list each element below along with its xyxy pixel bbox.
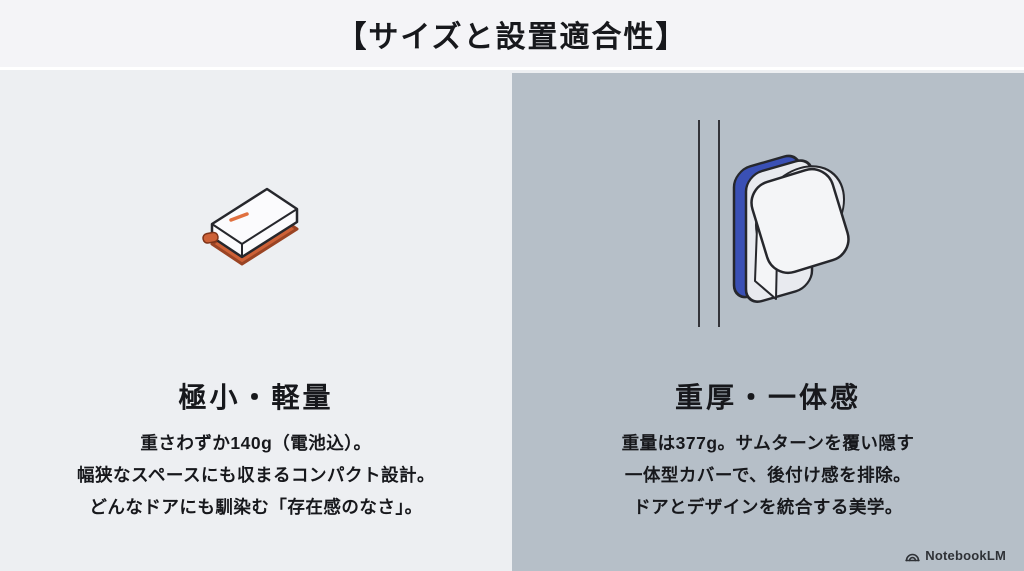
lock-knob-cover	[750, 167, 850, 275]
slide-title: 【サイズと設置適合性】	[336, 20, 688, 54]
door-edge-lines	[698, 120, 720, 327]
device-body	[210, 187, 299, 259]
door-lock-line-1: 重量は377g。サムターンを覆い隠す	[621, 433, 915, 453]
notebooklm-logo-icon	[905, 553, 920, 562]
device-port	[202, 231, 219, 244]
door-lock-line-3: ドアとデザインを統合する美学。	[633, 497, 903, 517]
device-indicator-dash	[229, 212, 249, 222]
panel-compact-device: 極小・軽量 重さわずか140g（電池込）。 幅狭なスペースにも収まるコンパクト設…	[0, 73, 512, 571]
door-lock-caption: 重厚・一体感 重量は377g。サムターンを覆い隠す 一体型カバーで、後付け感を排…	[512, 381, 1024, 523]
notebooklm-watermark: NotebookLM	[905, 548, 1006, 563]
door-lock-illustration	[698, 120, 850, 327]
comparison-panels: 極小・軽量 重さわずか140g（電池込）。 幅狭なスペースにも収まるコンパクト設…	[0, 73, 1024, 571]
compact-line-1: 重さわずか140g（電池込）。	[140, 433, 372, 453]
compact-line-2: 幅狭なスペースにも収まるコンパクト設計。	[77, 465, 435, 485]
door-lock-line-2: 一体型カバーで、後付け感を排除。	[624, 465, 912, 485]
compact-caption: 極小・軽量 重さわずか140g（電池込）。 幅狭なスペースにも収まるコンパクト設…	[0, 381, 512, 523]
panel-door-lock: 重厚・一体感 重量は377g。サムターンを覆い隠す 一体型カバーで、後付け感を排…	[512, 73, 1024, 571]
door-lock-heading: 重厚・一体感	[674, 382, 861, 413]
compact-device-illustration	[202, 187, 299, 266]
compact-description: 重さわずか140g（電池込）。 幅狭なスペースにも収まるコンパクト設計。 どんな…	[0, 427, 512, 523]
watermark-label: NotebookLM	[925, 548, 1006, 563]
compact-heading: 極小・軽量	[178, 382, 334, 413]
slide-header: 【サイズと設置適合性】	[0, 0, 1024, 70]
compact-line-3: どんなドアにも馴染む「存在感のなさ」。	[89, 497, 423, 517]
device-edges	[211, 208, 298, 258]
door-lock-description: 重量は377g。サムターンを覆い隠す 一体型カバーで、後付け感を排除。 ドアとデ…	[512, 427, 1024, 523]
